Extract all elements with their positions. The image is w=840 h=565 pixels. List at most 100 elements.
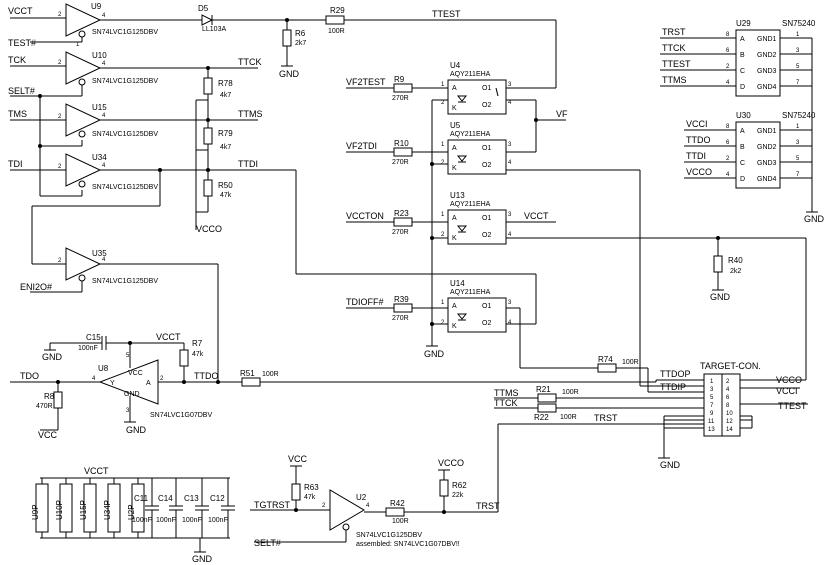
r78-ref: R78	[218, 79, 233, 88]
net-vcct-u8: VCCT	[156, 332, 181, 342]
net-gnd-u4: GND	[424, 349, 445, 359]
net-u29-ttck: TTCK	[662, 43, 686, 53]
u35-ref: U35	[92, 249, 107, 258]
c14-ref: C14	[158, 494, 173, 503]
net-u29-ttest: TTEST	[662, 59, 691, 69]
u15p-ref: U15P	[79, 500, 88, 520]
u29-gnd1: GND1	[757, 36, 777, 43]
u13-value: AQY211EHA	[450, 201, 491, 208]
u29-pin2: 2	[726, 64, 730, 70]
net-u30-vcco: VCCO	[686, 167, 712, 177]
net-u29-trst: TRST	[662, 27, 686, 37]
u8-value: SN74LVC1G07DBV	[150, 412, 212, 419]
u9p-ref: U9P	[31, 504, 40, 520]
c13-ref: C13	[184, 494, 199, 503]
u9-pin1: 1	[76, 42, 80, 48]
resistor-r7: R7 47k	[179, 339, 204, 382]
net-tdi: TDI	[8, 159, 23, 169]
capacitor-c15: GND C15 100nF VCCT	[42, 332, 184, 362]
u4-pin1: 1	[441, 82, 445, 88]
u29-pin1: 1	[796, 32, 800, 38]
u30-b: B	[740, 144, 745, 151]
u29-ref: U29	[736, 19, 751, 28]
r7-ref: R7	[192, 339, 203, 348]
u29-pin4: 4	[726, 80, 730, 86]
net-tdo: TDO	[20, 371, 39, 381]
c14-value: 100nF	[156, 517, 176, 524]
r51-value: 100R	[262, 371, 279, 378]
net-u30-ttdi: TTDI	[686, 151, 706, 161]
r78-value: 4k7	[220, 92, 231, 99]
u14-pin4: 4	[508, 320, 512, 326]
buffer-u10: U10 SN74LVC1G125DBV 2 4 TCK TTCK	[8, 51, 262, 96]
u14-pin2: 2	[441, 320, 445, 326]
u2-pin2: 2	[322, 503, 326, 509]
r7-value: 47k	[192, 351, 204, 358]
u2-pin4: 4	[366, 503, 370, 509]
d5-ref: D5	[198, 4, 209, 13]
opto-gnd-bus: GND	[424, 100, 445, 359]
ic-u29: U29 SN75240 A B C D GND1 GND2 GND3 GND4 …	[660, 19, 816, 97]
c12-ref: C12	[210, 494, 225, 503]
net-ttdip: TTDIP	[660, 382, 686, 392]
r40-ref: R40	[728, 256, 743, 265]
u29-value: SN75240	[782, 19, 816, 28]
net-gnd-conn: GND	[660, 460, 681, 470]
u8-ref: U8	[98, 364, 109, 373]
u8-pin4: 4	[92, 376, 96, 382]
net-vcct-dec: VCCT	[84, 466, 109, 476]
r39-ref: R39	[394, 295, 409, 304]
u29-gnd4: GND4	[757, 84, 777, 91]
u8-pin5: 5	[126, 353, 130, 359]
net-gnd-r40: GND	[710, 292, 731, 302]
u30-pin6: 6	[726, 140, 730, 146]
u2-note: assembled: SN74LVC1G07DBV!!	[356, 541, 460, 548]
net-tdioff-n: TDIOFF#	[346, 297, 384, 307]
u29-b: B	[740, 52, 745, 59]
conn-ref: TARGET-CON.	[700, 361, 761, 371]
u2-ref: U2	[356, 493, 367, 502]
u29-pin7: 7	[796, 80, 800, 86]
r79-ref: R79	[218, 129, 233, 138]
u10-value: SN74LVC1G125DBV	[92, 78, 158, 85]
r39-value: 270R	[392, 315, 409, 322]
u15-pin4: 4	[102, 113, 106, 119]
decoupling-block: VCCT GND U9P U10P U15P U34P U2P C11 100n…	[31, 466, 235, 564]
u29-c: C	[740, 68, 745, 75]
net-vcct-u9: VCCT	[8, 6, 33, 16]
r29-ref: R29	[330, 6, 345, 15]
u29-gnd2: GND2	[757, 52, 777, 59]
net-ttck-conn: TTCK	[494, 398, 518, 408]
u30-gnd4: GND4	[757, 176, 777, 183]
u4-value: AQY211EHA	[450, 71, 491, 78]
u9-pin2: 2	[58, 12, 62, 18]
u5-a: A	[452, 145, 457, 152]
conn-pin3: 3	[710, 387, 714, 393]
net-vcco-conn: VCCO	[776, 375, 802, 385]
u14-o1: O1	[482, 303, 491, 310]
net-vf2test: VF2TEST	[346, 77, 386, 87]
u8-y-label: Y	[110, 380, 115, 387]
c11-value: 100nF	[132, 517, 152, 524]
buffer-u35: U35 SN74LVC1G125DBV 2 4 ENI2O#	[20, 247, 219, 382]
r21-ref: R21	[536, 385, 551, 394]
u30-gnd1: GND1	[757, 128, 777, 135]
conn-pin1: 1	[710, 379, 714, 385]
opto-u4: U4 AQY211EHA A K O1 O2 1 2 3 4	[412, 61, 536, 115]
u5-o2: O2	[482, 162, 491, 169]
net-gnd-r6: GND	[279, 69, 300, 79]
r23-value: 270R	[392, 229, 409, 236]
r9-ref: R9	[394, 75, 405, 84]
u29-pin5: 5	[796, 64, 800, 70]
resistor-r39: R39 270R TDIOFF#	[346, 295, 413, 322]
resistor-r51: R51 100R	[240, 369, 656, 387]
resistor-r29: R29 100R TTEST	[325, 6, 557, 89]
r10-ref: R10	[394, 139, 409, 148]
c15-ref: C15	[86, 333, 101, 342]
net-u30-vcci: VCCI	[686, 119, 708, 129]
r10-value: 270R	[392, 159, 409, 166]
resistor-r10: R10 270R VF2TDI	[346, 139, 413, 166]
resistor-r63: VCC R63 47k	[288, 454, 319, 510]
r63-value: 47k	[304, 494, 316, 501]
u29-d: D	[740, 84, 745, 91]
